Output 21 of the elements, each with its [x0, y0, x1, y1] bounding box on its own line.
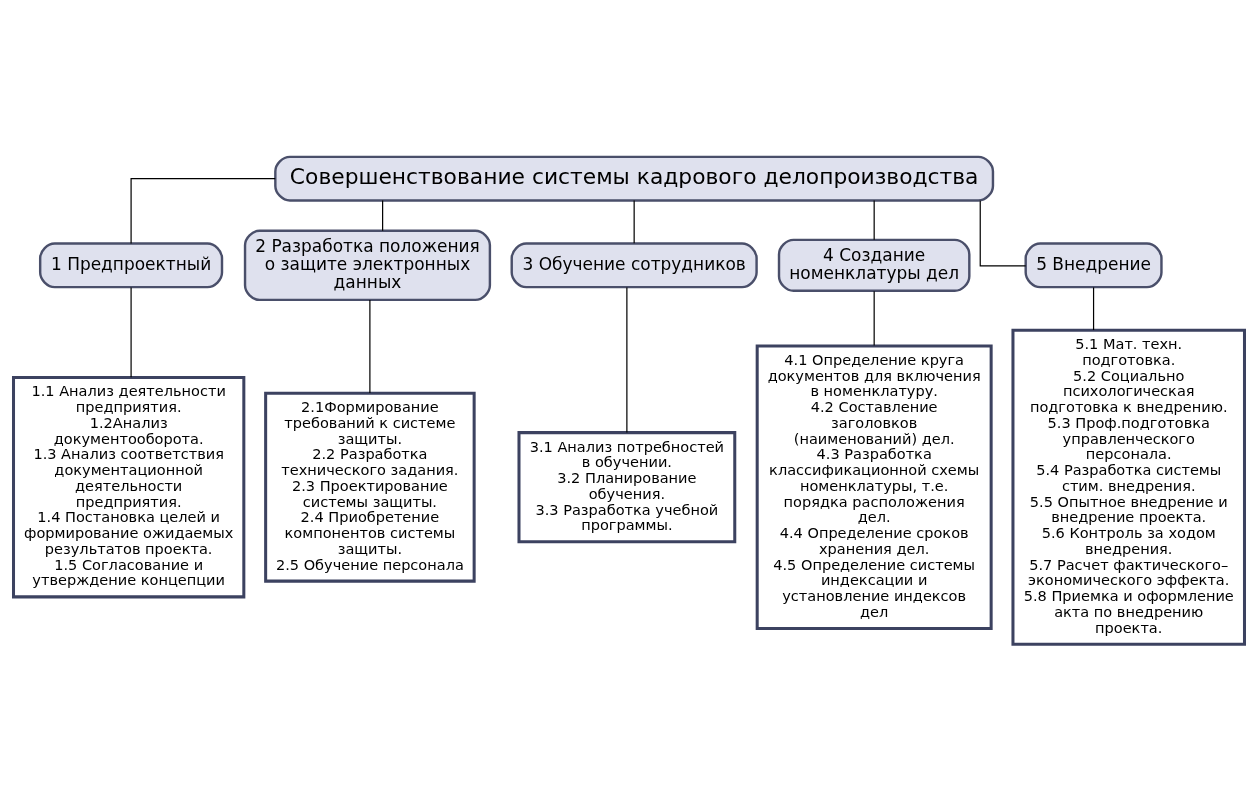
connector: [979, 200, 1027, 267]
connector: [873, 290, 875, 347]
connector: [382, 199, 384, 232]
connector: [130, 178, 276, 245]
node-box: 4 Создание номенклатуры дел: [777, 238, 971, 292]
connector: [130, 286, 132, 378]
node-box: 1 Предпроектный: [38, 242, 224, 289]
node-box: 2.1Формирование требований к системе защиты. 2.2 Разработка технического задания. 2.3 Проектирование системы защиты. 2.4 Приобретение компонентов системы защиты. 2.5 Обучение персонала: [264, 391, 476, 583]
connector: [626, 286, 628, 434]
node-box: 4.1 Определение круга документов для включения в номенклатуру. 4.2 Составление заголовков (наименований) дел. 4.3 Разработка классификационной схемы номенклатуры, т.е. порядка расположения дел. 4.4 Определение сроков хранения дел. 4.5 Определение системы индексации и установление индексов дел: [755, 344, 993, 630]
node-box: 2 Разработка положения о защите электронных данных: [243, 229, 492, 302]
node-box: Совершенствование системы кадрового делопроизводства: [274, 155, 995, 202]
connector: [873, 199, 875, 241]
node-box: 3.1 Анализ потребностей в обучении. 3.2 Планирование обучения. 3.3 Разработка учебной программы.: [517, 431, 737, 544]
node-box: 5.1 Мат. техн. подготовка. 5.2 Социально психологическая подготовка к внедрению. 5.3 Проф.подготовка управленческого персонала. 5.4 Разработка системы стим. внедрения. 5.5 Опытное внедрение и внедрение проекта. 5.6 Контроль за ходом внедрения. 5.7 Расчет фактического– экономического эффекта. 5.8 Приемка и оформление акта по внедрению проекта.: [1011, 328, 1246, 646]
connector: [369, 299, 371, 394]
node-box: 1.1 Анализ деятельности предприятия. 1.2Анализ документооборота. 1.3 Анализ соответствия документационной деятельности предприятия. 1.4 Постановка целей и формирование ожидаемых результатов проекта. 1.5 Согласование и утверждение концепции: [12, 375, 246, 599]
node-box: 5 Внедрение: [1024, 242, 1163, 289]
node-box: 3 Обучение сотрудников: [510, 242, 758, 289]
connector: [633, 199, 635, 244]
connector: [1092, 286, 1095, 331]
